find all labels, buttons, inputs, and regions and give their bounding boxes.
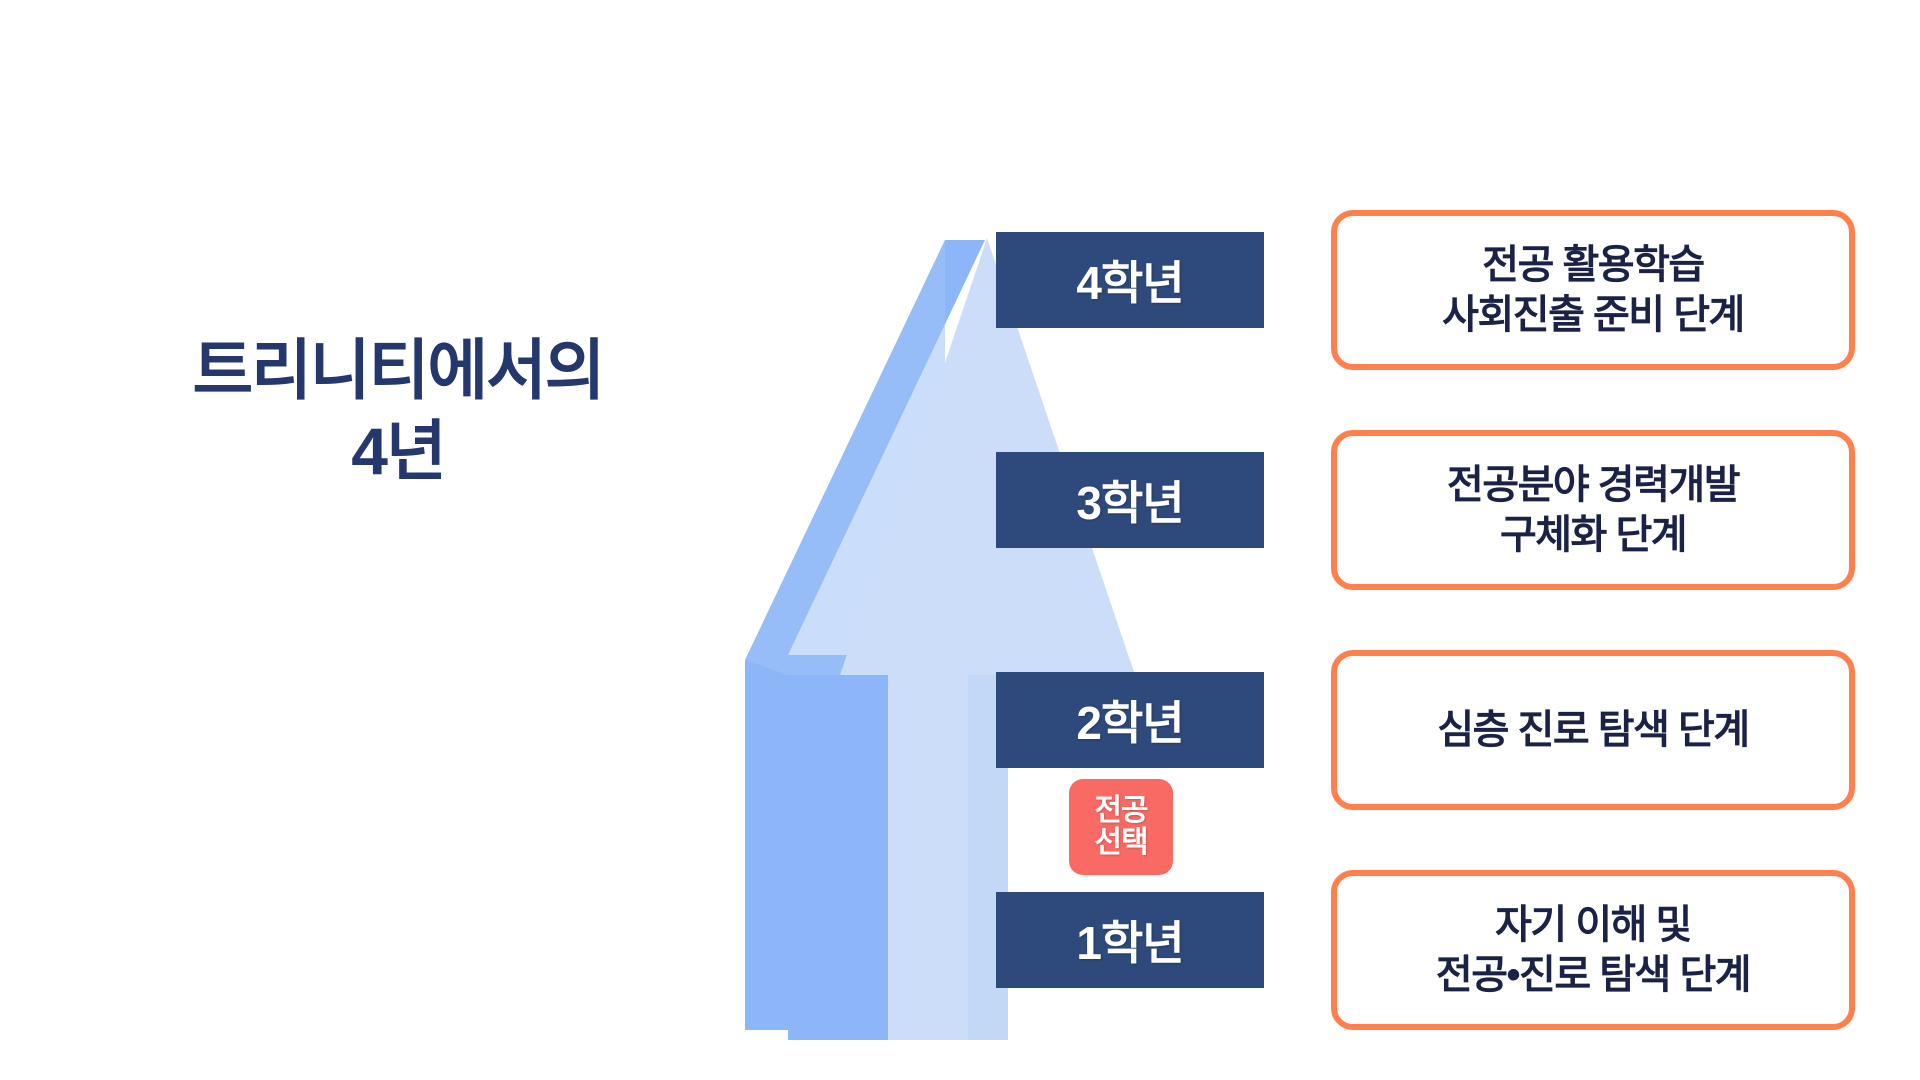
description-card-4[interactable]: 전공 활용학습 사회진출 준비 단계 [1331,210,1855,370]
description-card-3[interactable]: 전공분야 경력개발 구체화 단계 [1331,430,1855,590]
description-card-2[interactable]: 심층 진로 탐색 단계 [1331,650,1855,810]
grade-label: 1학년 [1076,917,1184,969]
grade-box-1[interactable]: 1학년 [996,892,1264,988]
major-selection-badge[interactable]: 전공 선택 [1069,779,1173,875]
description-line: 자기 이해 및 [1495,902,1692,947]
description-line: 전공분야 경력개발 [1446,462,1741,507]
grade-label: 4학년 [1076,257,1184,309]
major-badge-line-1: 전공 [1094,794,1148,828]
grade-label: 2학년 [1076,697,1184,749]
description-line: 전공•진로 탐색 단계 [1435,953,1752,997]
description-line: 구체화 단계 [1499,513,1688,557]
grade-box-2[interactable]: 2학년 [996,672,1264,768]
description-line: 심층 진로 탐색 단계 [1437,707,1750,752]
description-line: 사회진출 준비 단계 [1442,293,1745,337]
page-title: 트리니티에서의 4년 [118,330,678,491]
grade-box-4[interactable]: 4학년 [996,232,1264,328]
grade-label: 3학년 [1076,477,1184,529]
description-card-1[interactable]: 자기 이해 및 전공•진로 탐색 단계 [1331,870,1855,1030]
description-line: 전공 활용학습 [1482,242,1705,287]
major-badge-line-2: 선택 [1094,826,1148,859]
arrow-front-face [840,238,1135,1040]
grade-box-3[interactable]: 3학년 [996,452,1264,548]
page-title-line-1: 트리니티에서의 [192,333,605,407]
arrow-shaft-side-face [788,655,888,1040]
page-title-line-2: 4년 [351,413,446,488]
